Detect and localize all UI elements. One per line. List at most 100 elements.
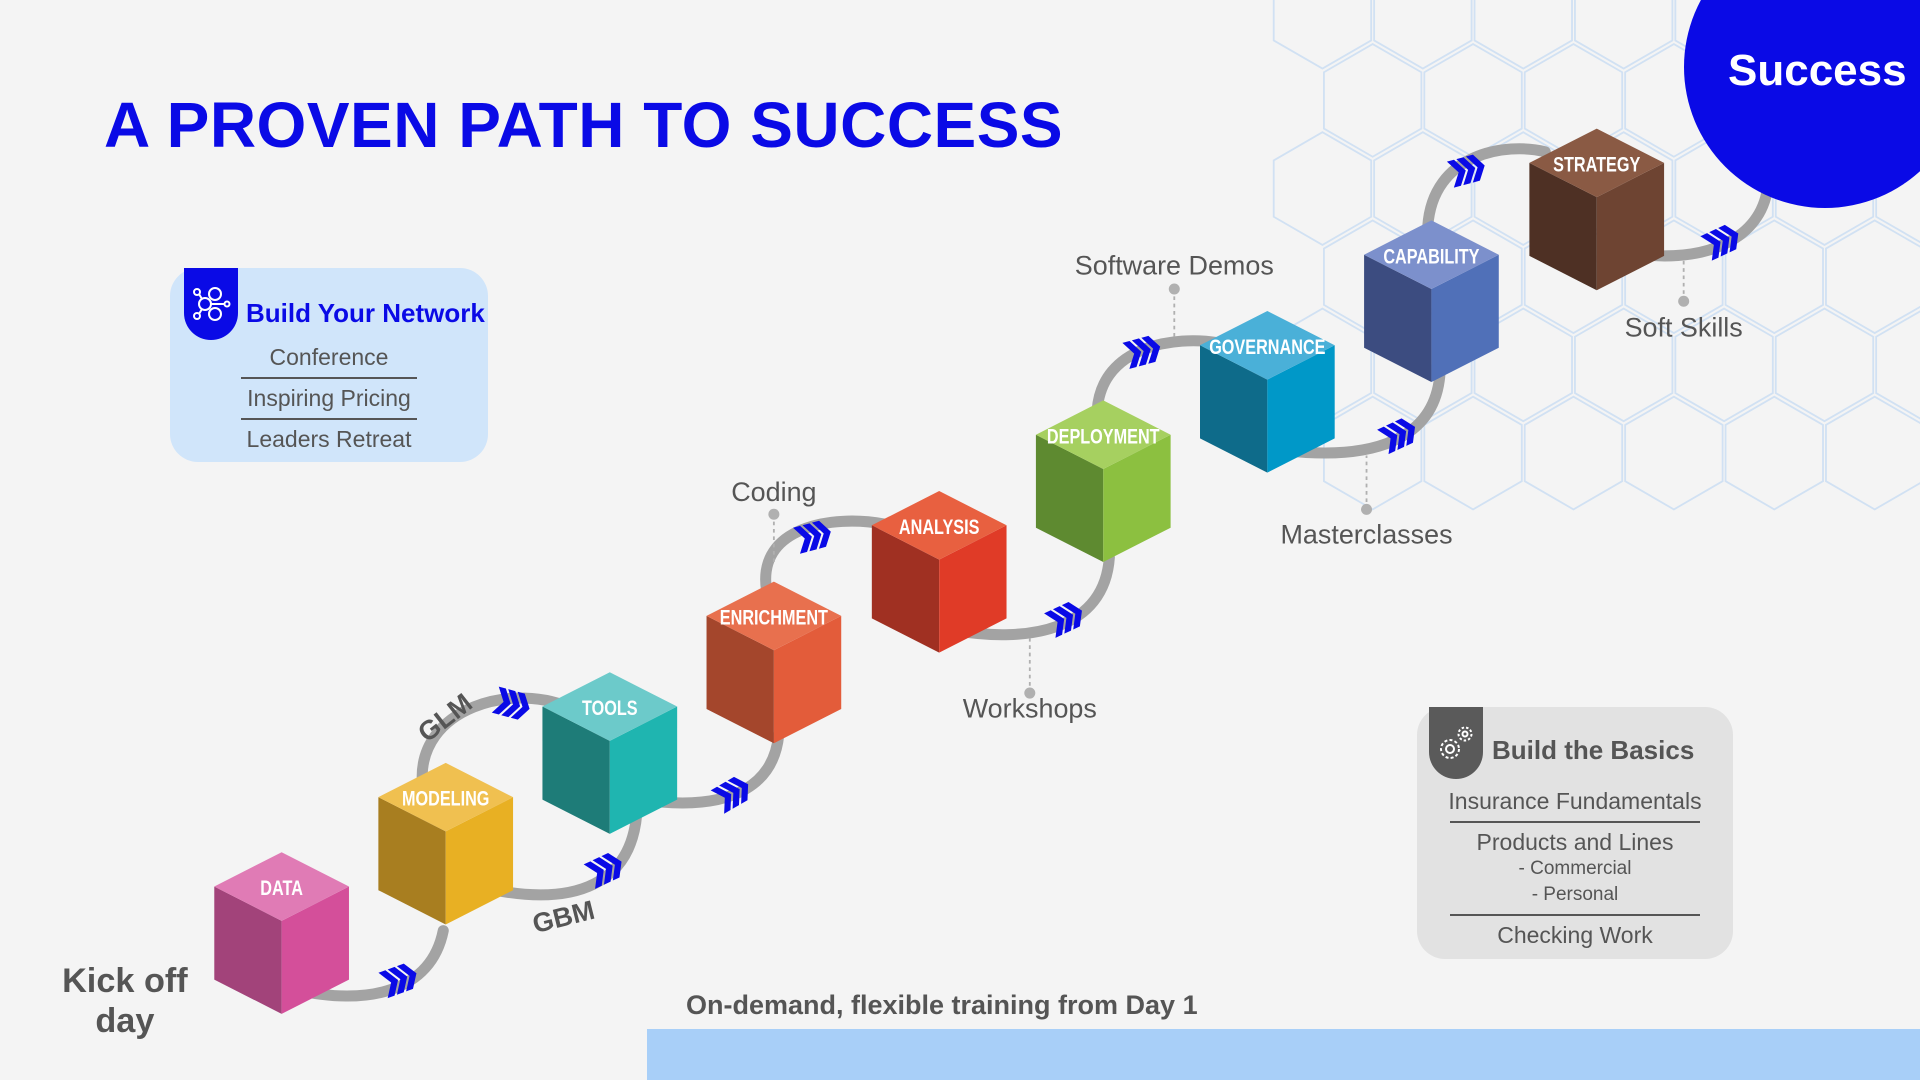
cube-right-face — [281, 886, 349, 1014]
success-label: Success — [1728, 46, 1907, 95]
divider — [241, 418, 417, 420]
hexagon-shape — [1825, 395, 1920, 511]
chevron-arrow-icon — [491, 686, 530, 720]
masterclasses-label: Masterclasses — [1280, 520, 1452, 550]
chevron-arrow-icon — [1700, 224, 1739, 261]
step-label: ANALYSIS — [899, 515, 980, 538]
step-cube-modeling: MODELING — [378, 762, 514, 925]
cube-top-face — [871, 491, 1007, 560]
divider — [1450, 914, 1700, 916]
cube-right-face — [609, 706, 678, 834]
hexagon-shape — [1574, 0, 1674, 70]
connector-dot — [1361, 503, 1373, 515]
hexagon-shape — [1423, 43, 1523, 158]
chevron-arrow-icon — [378, 963, 417, 999]
connector-dot — [1678, 295, 1690, 307]
step-label: TOOLS — [582, 696, 638, 719]
cube-left-face — [542, 706, 610, 834]
connector-dot — [768, 508, 780, 520]
hexagon-shape — [1574, 307, 1674, 423]
basics-item: Insurance Fundamentals — [1448, 788, 1702, 814]
network-people-icon — [184, 268, 238, 340]
path-segment — [1635, 178, 1774, 262]
chevron-arrow-icon — [1377, 418, 1416, 455]
chevron-arrow-icon — [1446, 154, 1485, 188]
basics-item: Products and Lines — [1476, 829, 1674, 855]
cube-right-face — [1596, 162, 1665, 291]
step-label: ENRICHMENT — [720, 606, 829, 629]
network-title: Build Your Network — [246, 298, 485, 328]
hexagon-shape — [1774, 307, 1875, 423]
label-connectors — [768, 259, 1690, 699]
hexagon-shape — [1624, 395, 1724, 511]
workshops-label: Workshops — [963, 694, 1097, 724]
step-label: DATA — [260, 876, 303, 899]
chevron-arrow-icon — [710, 776, 749, 814]
basics-subitem: - Commercial — [1518, 858, 1632, 879]
step-cube-deployment: DEPLOYMENT — [1035, 400, 1171, 563]
chevron-arrow-icon — [793, 520, 831, 554]
build-network-panel: Build Your Network Conference Inspiring … — [170, 268, 488, 462]
cube-left-face — [1200, 345, 1268, 473]
basics-title: Build the Basics — [1492, 735, 1695, 765]
kickoff-label-day: day — [95, 1002, 154, 1040]
step-cube-analysis: ANALYSIS — [871, 491, 1007, 653]
cube-top-face — [1200, 311, 1335, 380]
step-cube-governance: GOVERNANCE — [1200, 311, 1335, 473]
kickoff-label: Kick off — [62, 962, 188, 1000]
path-segment — [496, 808, 643, 901]
page-title: A PROVEN PATH TO SUCCESS — [104, 89, 1064, 161]
gears-icon — [1429, 707, 1483, 779]
path-segment — [416, 692, 582, 790]
hexagon-shape — [1825, 219, 1920, 335]
cube-left-face — [871, 525, 940, 653]
soft-skills-label: Soft Skills — [1625, 313, 1743, 343]
step-label: DEPLOYMENT — [1047, 424, 1160, 447]
cube-left-face — [1035, 434, 1104, 563]
hexagon-shape — [1272, 0, 1373, 70]
coding-label: Coding — [731, 477, 816, 507]
step-cube-enrichment: ENRICHMENT — [706, 581, 842, 744]
hexagon-shape — [1272, 131, 1373, 246]
cube-top-face — [706, 581, 842, 651]
step-label: MODELING — [402, 787, 489, 810]
cube-right-face — [773, 615, 842, 744]
step-cube-strategy: STRATEGY — [1529, 128, 1665, 291]
network-item: Leaders Retreat — [246, 426, 412, 452]
cube-top-face — [542, 672, 678, 741]
basics-subitem: - Personal — [1531, 884, 1619, 905]
hexagon-shape — [1674, 307, 1774, 423]
basics-item: Checking Work — [1497, 922, 1653, 948]
cube-top-face — [214, 852, 349, 921]
step-label: GOVERNANCE — [1209, 335, 1325, 358]
hexagon-shape — [1322, 43, 1423, 158]
network-item: Inspiring Pricing — [247, 385, 411, 411]
chevron-arrow-icon — [1122, 335, 1161, 369]
hexagon-shape — [1473, 0, 1573, 70]
cube-left-face — [1529, 162, 1597, 291]
cube-left-face — [214, 886, 282, 1014]
cube-right-face — [1267, 345, 1335, 473]
cube-right-face — [1431, 254, 1499, 383]
step-cube-data: DATA — [214, 852, 349, 1014]
divider — [241, 377, 417, 379]
footer-text: On-demand, flexible training from Day 1 — [686, 990, 1198, 1020]
step-label: STRATEGY — [1553, 152, 1641, 175]
cube-left-face — [1364, 254, 1432, 383]
cube-right-face — [1103, 434, 1171, 563]
hexagon-shape — [1875, 310, 1920, 420]
cube-left-face — [378, 797, 446, 925]
step-cube-capability: CAPABILITY — [1364, 220, 1499, 383]
software-demos-label: Software Demos — [1075, 250, 1274, 280]
connector-dot — [1168, 283, 1180, 295]
hexagon-shape — [1423, 395, 1523, 511]
divider — [1450, 821, 1700, 823]
step-cube-tools: TOOLS — [542, 672, 678, 834]
glm-label: GLM — [412, 688, 478, 748]
cube-right-face — [939, 525, 1007, 653]
path-segment — [1422, 143, 1551, 233]
connector-dot — [1024, 687, 1036, 699]
chevron-arrow-icon — [583, 853, 622, 889]
hexagon-shape — [1724, 395, 1824, 511]
